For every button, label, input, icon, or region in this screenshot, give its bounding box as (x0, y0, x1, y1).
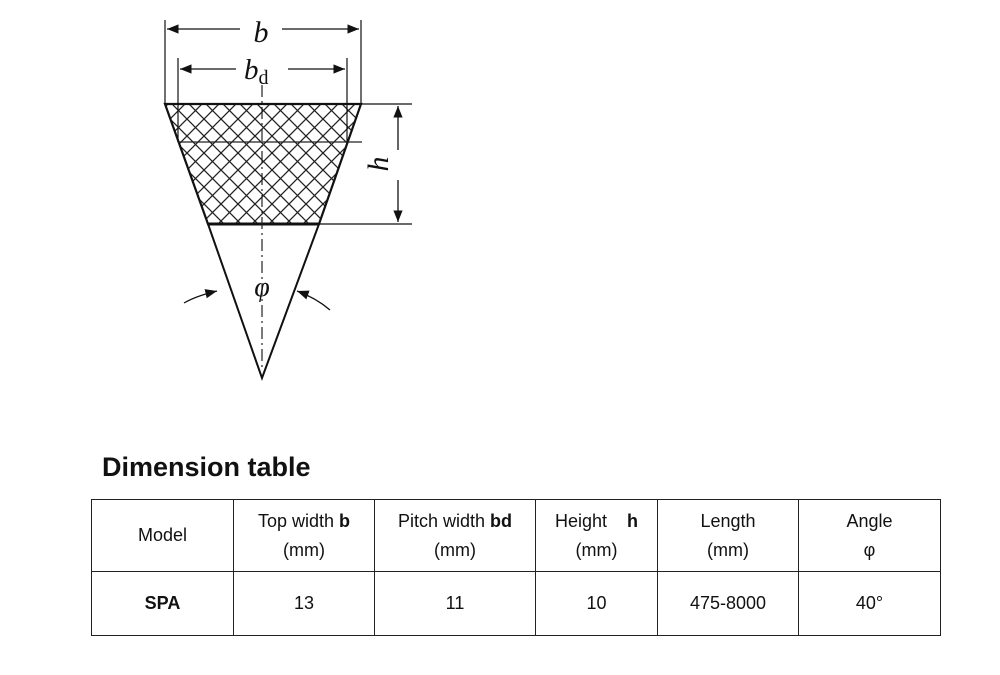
header-top-width: Top width b (mm) (233, 499, 375, 572)
cell-model: SPA (91, 571, 234, 636)
header-model: Model (91, 499, 234, 572)
table-row: SPA 13 11 10 475-8000 40° (91, 571, 941, 636)
v-belt-cross-section-diagram: b bd h φ (163, 16, 412, 381)
cell-length: 475-8000 (657, 571, 799, 636)
angle-arrow-right (296, 290, 331, 311)
belt-hatched-section (163, 102, 363, 226)
header-height: Height h (mm) (535, 499, 658, 572)
cell-pitch-width: 11 (374, 571, 536, 636)
cell-height: 10 (535, 571, 658, 636)
header-pitch-width: Pitch width bd (mm) (374, 499, 536, 572)
h-label: h (362, 157, 395, 172)
b-label: b (254, 16, 269, 49)
header-length: Length (mm) (657, 499, 799, 572)
header-angle: Angle φ (798, 499, 941, 572)
bd-label: bd (244, 54, 269, 89)
cell-angle: 40° (798, 571, 941, 636)
table-header-row: Model Top width b (mm) Pitch width bd (m… (91, 499, 941, 572)
cell-top-width: 13 (233, 571, 375, 636)
dimension-table: Model Top width b (mm) Pitch width bd (m… (91, 499, 941, 636)
table-title: Dimension table (102, 452, 311, 482)
phi-label: φ (254, 272, 270, 303)
angle-arrow-left (183, 289, 218, 304)
